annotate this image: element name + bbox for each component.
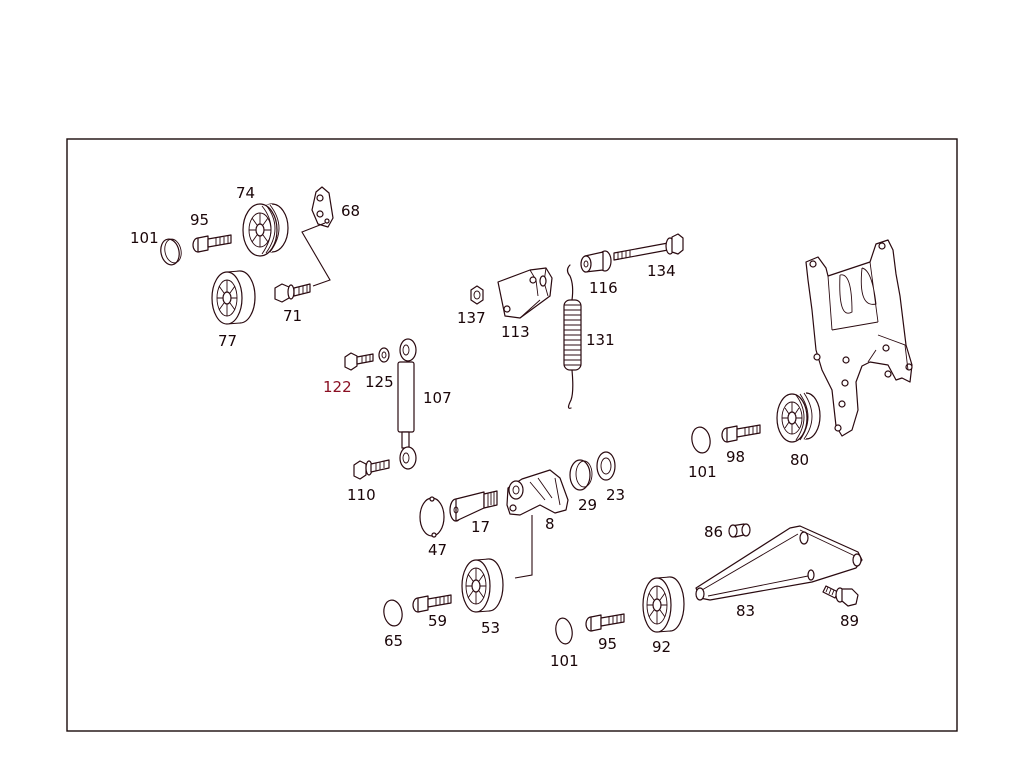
part-92-idler-pulley[interactable] [642, 576, 685, 633]
label-101-right: 101 [688, 463, 717, 481]
leader-68-71 [301, 222, 331, 287]
label-80: 80 [790, 451, 809, 469]
part-134-long-flange-bolt[interactable] [613, 233, 684, 261]
label-17: 17 [471, 518, 490, 536]
label-89: 89 [840, 612, 859, 630]
label-68: 68 [341, 202, 360, 220]
label-53: 53 [481, 619, 500, 637]
label-65: 65 [384, 632, 403, 650]
part-101-cap-lower[interactable] [554, 617, 574, 645]
label-110: 110 [347, 486, 376, 504]
part-125-washer[interactable] [378, 347, 390, 363]
part-89-bolt[interactable] [822, 585, 859, 607]
part-101-cap-right[interactable] [690, 426, 712, 455]
label-101-lower: 101 [550, 652, 579, 670]
label-95-lower: 95 [598, 635, 617, 653]
label-137: 137 [457, 309, 486, 327]
label-86: 86 [704, 523, 723, 541]
part-137-hex-nut[interactable] [470, 285, 484, 305]
label-113: 113 [501, 323, 530, 341]
part-53-idler-pulley[interactable] [461, 558, 504, 613]
part-59-socket-bolt[interactable] [412, 594, 452, 613]
part-131-tension-spring[interactable] [563, 264, 582, 409]
part-116-spacer-sleeve[interactable] [580, 250, 612, 273]
label-29: 29 [578, 496, 597, 514]
part-74-grooved-pulley[interactable] [242, 203, 289, 257]
label-74: 74 [236, 184, 255, 202]
part-113-mounting-bracket[interactable] [497, 267, 553, 319]
part-122-hex-bolt[interactable] [344, 352, 374, 371]
labels: 101 95 74 68 77 71 137 113 116 134 131 1… [130, 184, 859, 670]
part-23-seal-ring[interactable] [596, 451, 616, 481]
part-71-hex-bolt[interactable] [274, 283, 311, 303]
part-101-cap-upper[interactable] [158, 237, 183, 266]
diagram-frame [66, 138, 958, 732]
part-110-hex-bolt[interactable] [353, 459, 390, 480]
label-59: 59 [428, 612, 447, 630]
label-8: 8 [545, 515, 555, 533]
label-92: 92 [652, 638, 671, 656]
part-17-pivot-pin[interactable] [449, 490, 498, 522]
label-134: 134 [647, 262, 676, 280]
label-71: 71 [283, 307, 302, 325]
label-23: 23 [606, 486, 625, 504]
label-116: 116 [589, 279, 618, 297]
part-83-bracket-arm[interactable] [695, 525, 863, 601]
part-68-bracket[interactable] [311, 186, 334, 228]
part-86-sleeve[interactable] [728, 523, 751, 538]
label-107: 107 [423, 389, 452, 407]
part-77-idler-pulley[interactable] [211, 270, 256, 325]
part-29-bushing-ring[interactable] [569, 459, 593, 491]
label-101-upper: 101 [130, 229, 159, 247]
part-107-shock-absorber[interactable] [397, 338, 417, 470]
part-98-socket-bolt[interactable] [721, 424, 761, 443]
label-77: 77 [218, 332, 237, 350]
part-95-bolt-upper[interactable] [192, 234, 232, 253]
label-95-upper: 95 [190, 211, 209, 229]
label-125: 125 [365, 373, 394, 391]
part-8-tensioner-arm[interactable] [506, 469, 569, 516]
label-122: 122 [323, 378, 352, 396]
label-47: 47 [428, 541, 447, 559]
leader-8-53 [514, 515, 533, 579]
part-47-cover-cap[interactable] [419, 496, 445, 538]
part-main-mounting-bracket[interactable] [805, 239, 913, 437]
label-98: 98 [726, 448, 745, 466]
part-95-bolt-lower[interactable] [585, 613, 625, 632]
label-131: 131 [586, 331, 615, 349]
part-80-grooved-pulley[interactable] [776, 392, 821, 443]
part-65-dust-cap[interactable] [382, 599, 404, 628]
label-83: 83 [736, 602, 755, 620]
